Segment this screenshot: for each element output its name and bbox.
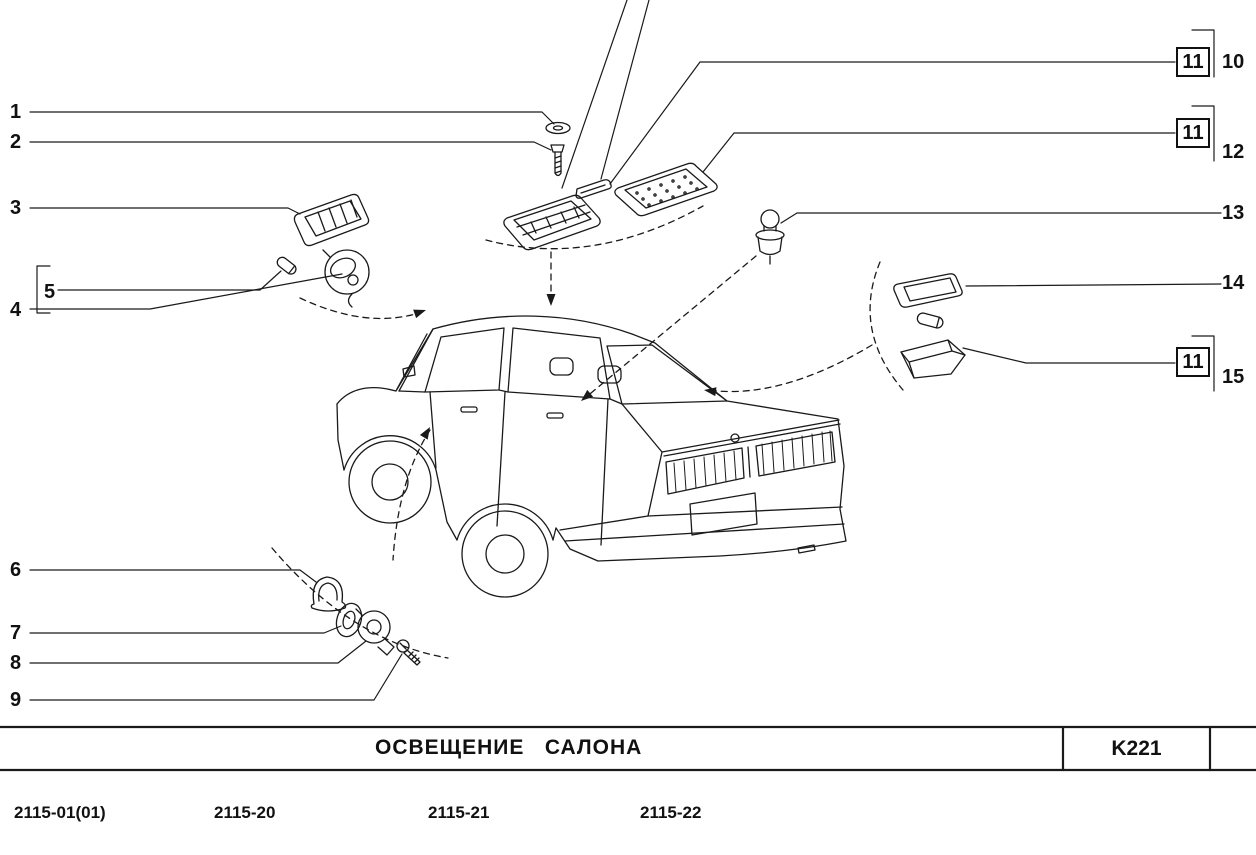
- part-6-rubber-boot: [310, 576, 347, 612]
- callout-11-box-middle: 11: [1176, 118, 1210, 148]
- part-2-screw: [550, 144, 565, 177]
- part-3-front-lamp: [293, 193, 370, 247]
- callout-10: 10: [1222, 51, 1245, 73]
- callout-2: 2: [10, 131, 22, 153]
- model-code-4: 2115-22: [640, 803, 702, 822]
- callout-8: 8: [10, 652, 22, 674]
- callout-4: 4: [10, 299, 22, 321]
- callout-15: 15: [1222, 366, 1245, 388]
- part-15-lamp-housing: [900, 339, 966, 379]
- diagram-code: K221: [1111, 737, 1162, 760]
- car-illustration: [336, 315, 847, 598]
- callout-14: 14: [1222, 272, 1245, 294]
- leader-lines: [29, 0, 1222, 701]
- part-5-bulb: [276, 256, 297, 275]
- callout-5: 5: [44, 281, 56, 303]
- arrowheads: [413, 294, 717, 440]
- part-10-bracket: [575, 179, 612, 199]
- diagram-title: ОСВЕЩЕНИЕ САЛОНА: [375, 736, 643, 759]
- part-4-lamp-housing: [322, 249, 370, 308]
- part-11-bulb-right: [916, 312, 944, 329]
- part-8-switch: [355, 608, 395, 656]
- callout-11-box-bottom: 11: [1176, 347, 1210, 377]
- part-12-dome-lamp-rear: [614, 162, 718, 217]
- callout-1: 1: [10, 101, 22, 123]
- model-code-2: 2115-20: [214, 803, 276, 822]
- dashed-guides: [271, 205, 904, 659]
- taillight-hatch: [673, 430, 833, 493]
- part-11-dome-lamp: [503, 194, 601, 251]
- table-rules: [0, 725, 1256, 772]
- part-1-washer: [545, 121, 571, 135]
- part-14-lens: [893, 273, 963, 308]
- callout-7: 7: [10, 622, 22, 644]
- callout-12: 12: [1222, 141, 1245, 163]
- part-13-door-jamb-switch: [755, 209, 785, 265]
- model-code-1: 2115-01(01): [14, 803, 106, 822]
- callout-6: 6: [10, 559, 22, 581]
- part-7-gasket: [335, 602, 363, 638]
- callout-11-box-top: 11: [1176, 47, 1210, 77]
- callout-3: 3: [10, 197, 22, 219]
- model-code-3: 2115-21: [428, 803, 490, 822]
- callout-13: 13: [1222, 202, 1245, 224]
- part-9-screw: [396, 639, 421, 666]
- callout-9: 9: [10, 689, 22, 711]
